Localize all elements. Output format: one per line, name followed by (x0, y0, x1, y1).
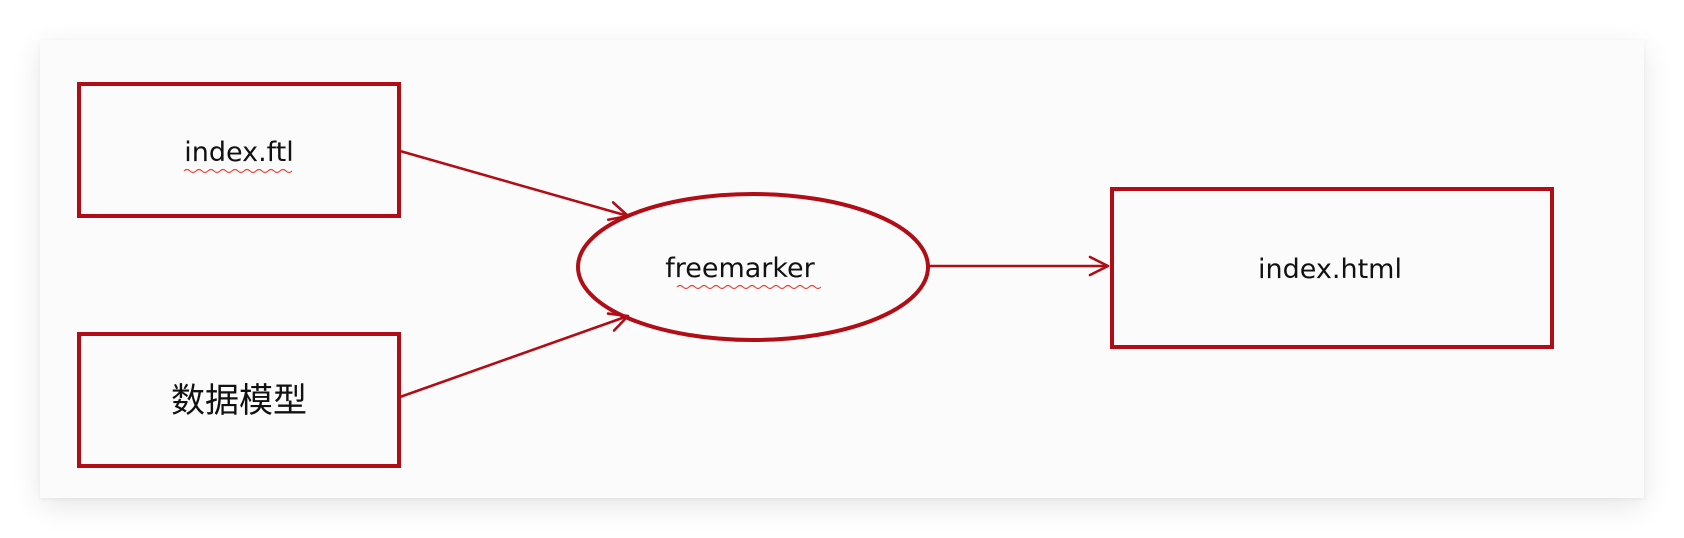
node-template-box (77, 82, 401, 218)
node-data-model: 数据模型 (77, 332, 401, 468)
node-template-label: index.ftl (184, 137, 294, 168)
node-output: index.html (1110, 187, 1554, 349)
node-output-box (1110, 187, 1554, 349)
spellcheck-underline-engine (676, 284, 822, 290)
node-template: index.ftl (77, 82, 401, 218)
node-engine-shape (576, 192, 930, 342)
diagram-card (40, 40, 1644, 498)
node-engine-label: freemarker (665, 253, 815, 284)
edge-template-to-engine (399, 149, 630, 222)
node-output-label: index.html (1258, 254, 1402, 285)
edge-data-model-to-engine (399, 312, 630, 399)
spellcheck-underline-template (183, 168, 293, 174)
node-engine: freemarker (576, 192, 930, 342)
node-data-model-box (77, 332, 401, 468)
node-data-model-label: 数据模型 (171, 381, 307, 421)
